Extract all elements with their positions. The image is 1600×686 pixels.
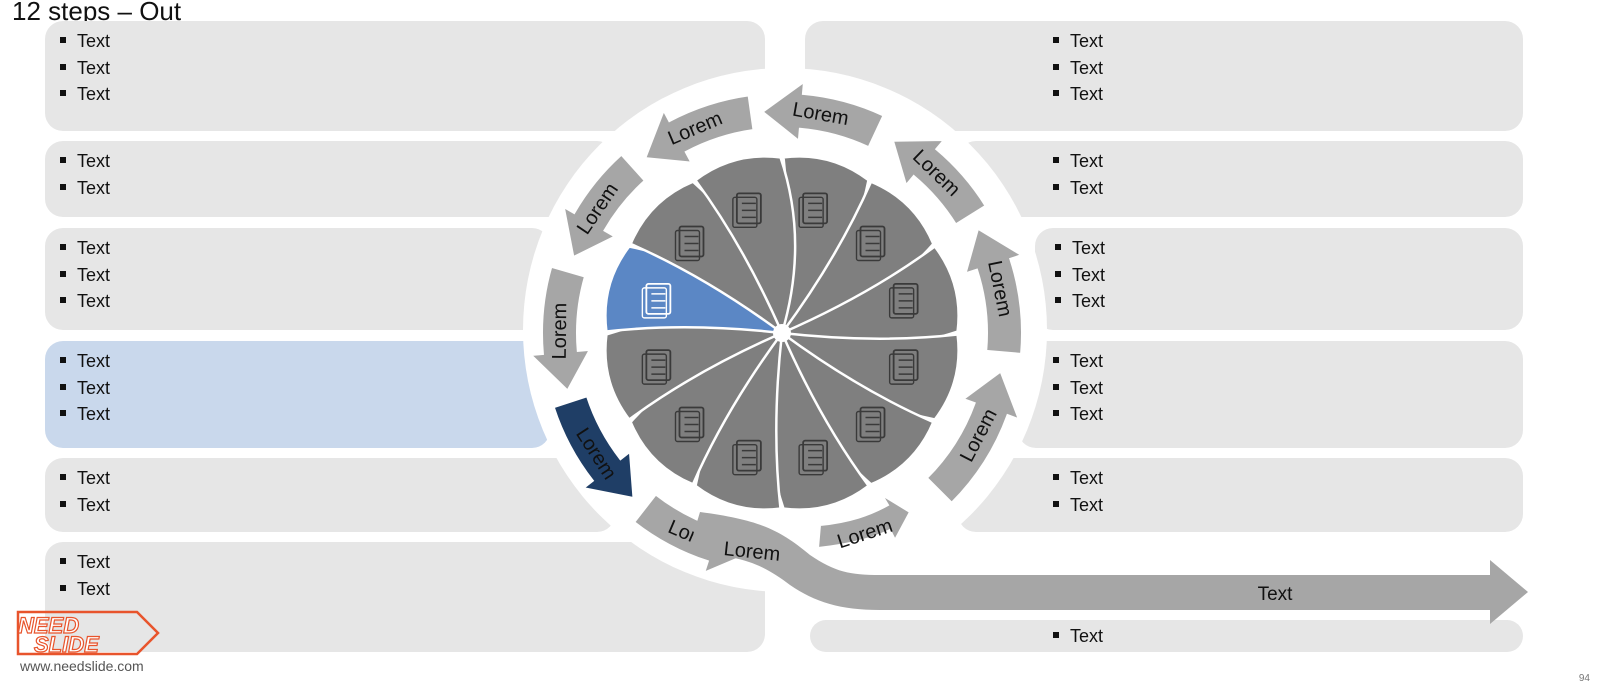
bullet-item: Text bbox=[57, 262, 110, 289]
bullet-list: Text Text bbox=[57, 148, 110, 201]
bullet-item: Text bbox=[1052, 288, 1105, 315]
bullet-item: Text bbox=[1050, 148, 1103, 175]
bullet-item: Text bbox=[57, 148, 110, 175]
right-panel-2: Text Text bbox=[958, 141, 1523, 217]
bullet-list: Text Text Text bbox=[1050, 28, 1103, 108]
bullet-item: Text bbox=[1050, 175, 1103, 202]
bullet-item: Text bbox=[1050, 492, 1103, 519]
needslide-logo: NEED SLIDE bbox=[16, 610, 160, 658]
ring-arrow bbox=[760, 79, 885, 149]
left-panel-6: Text Text bbox=[45, 542, 765, 652]
bullet-item: Text bbox=[1050, 623, 1103, 650]
bullet-item: Text bbox=[1050, 28, 1103, 55]
bullet-item: Text bbox=[57, 375, 110, 402]
ring-arrow bbox=[891, 138, 987, 226]
right-panel-4: Text Text Text bbox=[1018, 341, 1523, 448]
logo-text-need: NEED bbox=[18, 613, 79, 638]
bullet-item: Text bbox=[57, 81, 110, 108]
bullet-list: Text Text bbox=[57, 549, 110, 602]
out-arrow bbox=[688, 512, 1528, 624]
bullet-item: Text bbox=[57, 348, 110, 375]
left-panel-4-active: Text Text Text bbox=[45, 341, 550, 448]
bullet-list: Text bbox=[1050, 623, 1103, 650]
right-panel-5: Text Text bbox=[958, 458, 1523, 532]
bullet-list: Text Text bbox=[57, 465, 110, 518]
bullet-item: Text bbox=[1050, 81, 1103, 108]
award-document-icon bbox=[641, 282, 672, 319]
bullet-list: Text Text Text bbox=[57, 28, 110, 108]
right-panel-6: Text bbox=[810, 620, 1523, 652]
binary-code-icon bbox=[732, 192, 762, 229]
bullet-item: Text bbox=[57, 465, 110, 492]
bullet-item: Text bbox=[57, 576, 110, 603]
ring-arrow-active bbox=[552, 395, 635, 500]
page-number: 94 bbox=[1578, 673, 1590, 684]
bullet-item: Text bbox=[57, 492, 110, 519]
bullet-item: Text bbox=[1050, 375, 1103, 402]
ring-arrow-label: Lorem bbox=[549, 303, 571, 360]
documents-icon bbox=[674, 406, 705, 443]
mobile-coins-icon bbox=[855, 406, 886, 443]
bullet-item: Text bbox=[1052, 235, 1105, 262]
bullet-item: Text bbox=[57, 549, 110, 576]
petal-group bbox=[604, 155, 960, 511]
bullet-list: Text Text bbox=[1050, 148, 1103, 201]
bullet-item: Text bbox=[57, 55, 110, 82]
ring-arrow bbox=[643, 94, 755, 164]
document-chart-icon bbox=[798, 192, 829, 229]
bullet-item: Text bbox=[1050, 55, 1103, 82]
logo-text-slide: SLIDE bbox=[34, 632, 100, 657]
left-panel-3: Text Text Text bbox=[45, 228, 550, 330]
petal bbox=[693, 155, 797, 337]
news-document-icon bbox=[798, 439, 829, 476]
login-door-icon bbox=[855, 225, 886, 262]
bullet-item: Text bbox=[1050, 401, 1103, 428]
wheel-hub bbox=[773, 324, 791, 342]
ring-arrow bbox=[562, 153, 647, 259]
export-icon bbox=[674, 225, 705, 262]
ring-arrow bbox=[528, 265, 592, 393]
left-panel-5: Text Text bbox=[45, 458, 615, 532]
ring-arrow bbox=[925, 369, 1021, 505]
bullet-item: Text bbox=[1050, 465, 1103, 492]
ring-arrow bbox=[816, 494, 912, 550]
bullet-list: Text Text Text bbox=[1050, 348, 1103, 428]
bullet-item: Text bbox=[57, 28, 110, 55]
bullet-item: Text bbox=[1052, 262, 1105, 289]
bullet-list: Text Text Text bbox=[1052, 235, 1105, 315]
left-panel-2: Text Text bbox=[45, 141, 615, 217]
bullet-item: Text bbox=[1050, 348, 1103, 375]
report-chart-icon bbox=[641, 349, 672, 385]
ring-arrow bbox=[964, 227, 1025, 356]
bullet-list: Text Text bbox=[1050, 465, 1103, 518]
report-graph-icon bbox=[888, 282, 919, 319]
certificate-icon bbox=[888, 349, 919, 385]
bullet-item: Text bbox=[57, 235, 110, 262]
bullet-list: Text Text Text bbox=[57, 348, 110, 428]
bullet-item: Text bbox=[57, 175, 110, 202]
logo-url: www.needslide.com bbox=[20, 658, 144, 674]
bullet-item: Text bbox=[57, 288, 110, 315]
right-panel-3: Text Text Text bbox=[1035, 228, 1523, 330]
out-arrow-text: Text bbox=[1258, 584, 1294, 605]
bullet-item: Text bbox=[57, 401, 110, 428]
touch-hand-icon bbox=[732, 439, 762, 476]
bullet-list: Text Text Text bbox=[57, 235, 110, 315]
